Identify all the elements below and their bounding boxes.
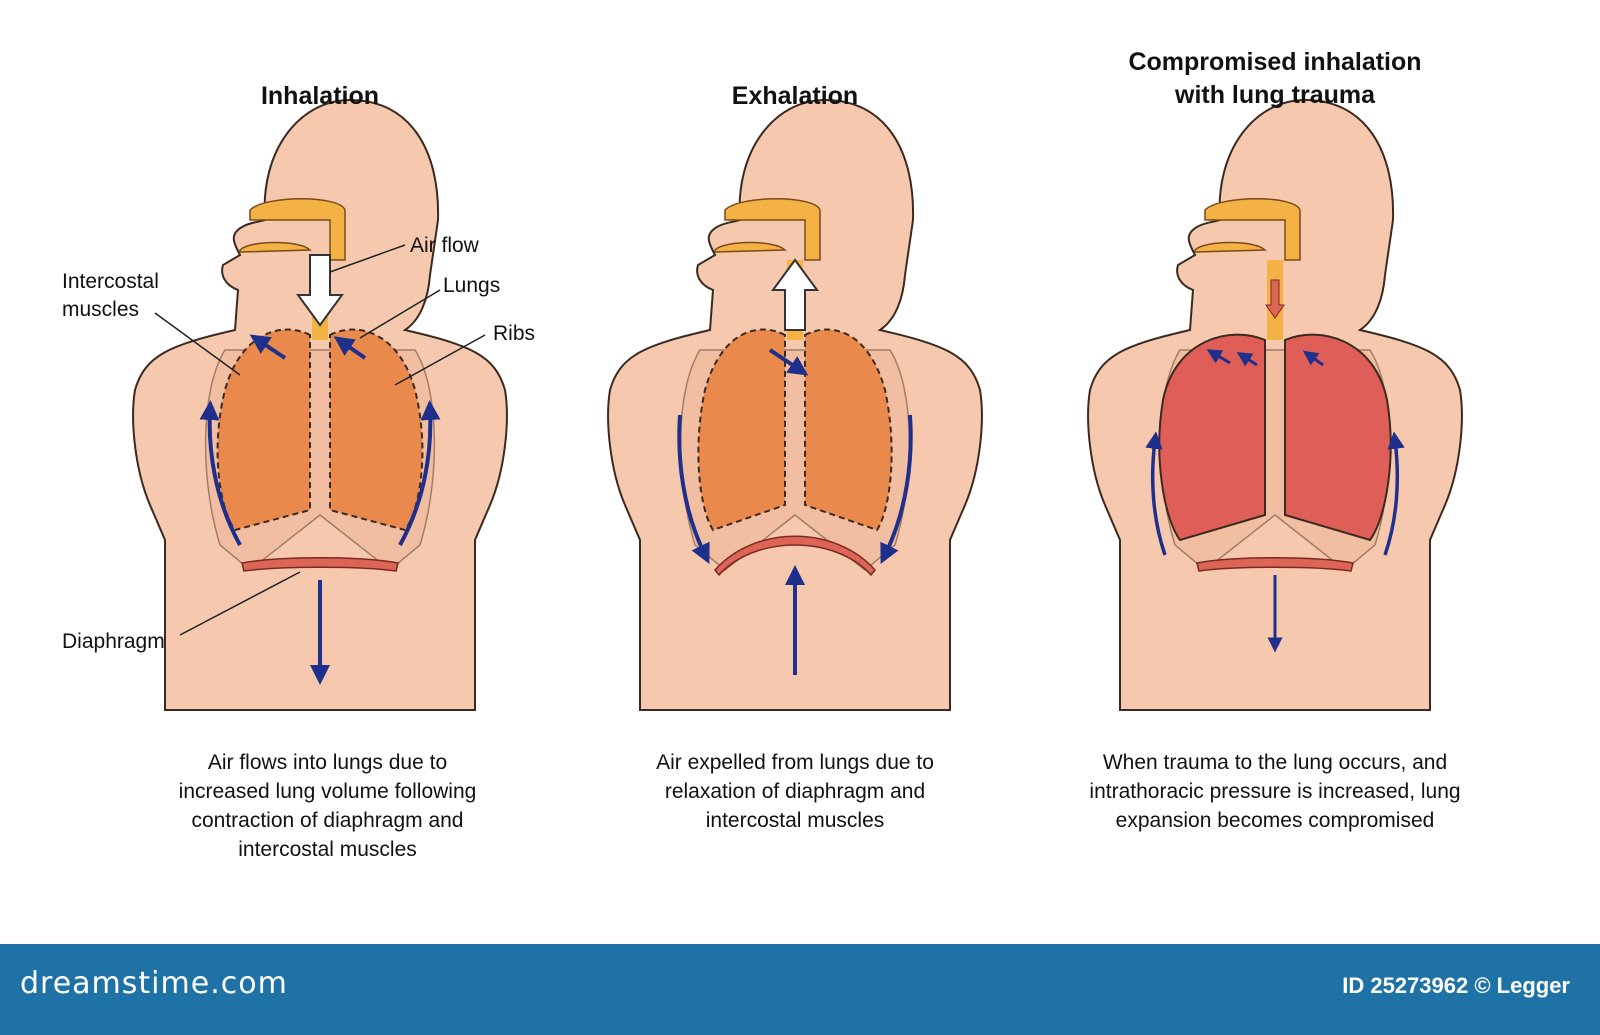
caption-exhalation: Air expelled from lungs due to relaxatio… [630, 748, 960, 835]
image-credit: ID 25273962 © Legger [1342, 973, 1570, 999]
panel-title-compromised: Compromised inhalation with lung trauma [1080, 46, 1470, 112]
panel-title-compromised-line2: with lung trauma [1080, 79, 1470, 112]
caption-inhalation: Air flows into lungs due to increased lu… [165, 748, 490, 864]
panel-title-compromised-line1: Compromised inhalation [1080, 46, 1470, 79]
compromised-figure [1088, 100, 1462, 710]
label-ribs: Ribs [493, 322, 535, 345]
label-lungs: Lungs [443, 274, 500, 297]
exhalation-figure [608, 100, 982, 710]
label-intercostal-line2: muscles [62, 298, 139, 321]
caption-compromised: When trauma to the lung occurs, and intr… [1085, 748, 1465, 835]
panel-title-inhalation: Inhalation [200, 80, 440, 113]
footer-bar: dreamstime.com ID 25273962 © Legger [0, 944, 1600, 1035]
panel-title-exhalation: Exhalation [675, 80, 915, 113]
label-air-flow: Air flow [410, 234, 480, 257]
label-diaphragm: Diaphragm [62, 630, 165, 653]
inhalation-figure [133, 100, 507, 710]
brand-logo: dreamstime.com [20, 966, 288, 1001]
label-intercostal-line1: Intercostal [62, 270, 159, 293]
